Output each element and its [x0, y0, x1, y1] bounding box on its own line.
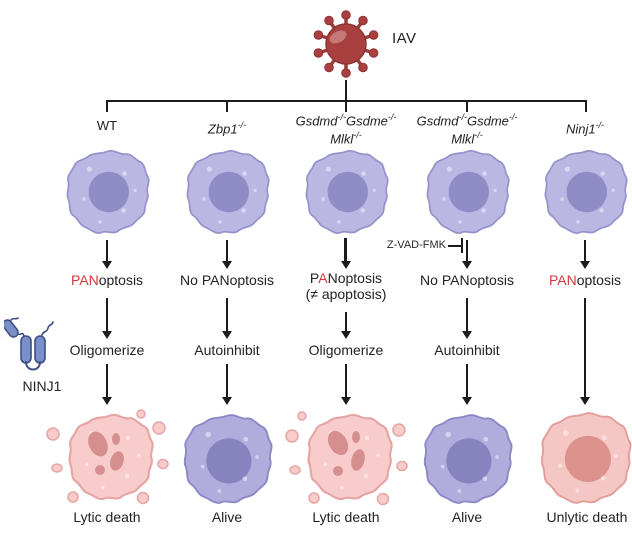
arrow-down: [466, 364, 468, 398]
knockout-sup: -/-: [474, 130, 483, 141]
virus-label: IAV: [392, 30, 417, 47]
gene-name: Gsdmd: [416, 113, 459, 129]
gene-name: Ninj1: [565, 121, 596, 137]
genotype-gsdmd-gsdme-mlkl: Gsdmd-/-Gsdme-/- Mlkl-/-: [296, 110, 397, 147]
gene-name: Gsdmd: [295, 113, 338, 129]
lytic-dead-cell: [285, 411, 408, 506]
arrow-down: [106, 240, 108, 262]
mechanism-autoinhibit-2: Autoinhibit: [434, 342, 500, 358]
mechanism-autoinhibit: Autoinhibit: [194, 342, 260, 358]
fate-alive: Alive: [211, 509, 243, 525]
inhibitor-label: Z-VAD-FMK: [386, 239, 446, 251]
outcome-no-panoptosis: No PANoptosis: [180, 272, 274, 288]
tree-tick: [226, 100, 228, 112]
infected-cell: [544, 149, 628, 235]
alive-cell: [183, 414, 273, 504]
tree-tick: [585, 100, 587, 112]
gene-name: Gsdme: [467, 113, 509, 129]
knockout-sup: -/-: [353, 130, 362, 141]
mechanism-oligomerize-2: Oligomerize: [308, 342, 384, 358]
outcome-note: (≠ apoptosis): [305, 286, 387, 302]
genotype-zbp1: Zbp1-/-: [208, 118, 246, 136]
arrow-down: [345, 364, 347, 398]
tree-tick: [106, 100, 108, 112]
arrow-down: [466, 240, 468, 262]
arrow-down: [344, 238, 347, 262]
arrow-down: [106, 364, 108, 398]
arrow-down: [345, 312, 347, 332]
tree-tick: [345, 100, 347, 112]
outcome-no-panoptosis-2: No PANoptosis: [420, 272, 514, 288]
arrow-down: [466, 298, 468, 332]
infected-cell: [186, 149, 270, 235]
arrow-down: [584, 240, 586, 262]
gene-name: Gsdme: [346, 113, 388, 129]
gene-name: Zbp1: [207, 121, 238, 137]
alive-cell: [423, 414, 513, 504]
fate-alive-2: Alive: [451, 509, 483, 525]
infected-cell: [305, 149, 389, 235]
knockout-sup: -/-: [237, 120, 247, 130]
arrow-down: [106, 298, 108, 332]
arrow-down-long: [584, 298, 586, 398]
outcome-rest: optosis: [576, 272, 622, 288]
outcome-panoptosis-3: PANoptosis: [549, 272, 621, 288]
genotype-gsdmd-gsdme-mlkl-2: Gsdmd-/-Gsdme-/- Mlkl-/-: [417, 110, 518, 147]
knockout-sup: -/-: [458, 112, 468, 122]
outcome-rest: Noptosis: [327, 270, 383, 286]
knockout-sup: -/-: [595, 120, 605, 130]
fate-lytic-death: Lytic death: [73, 509, 141, 525]
ninj1-label: NINJ1: [22, 378, 62, 394]
outcome-part: P: [309, 270, 319, 286]
arrow-down: [226, 240, 228, 262]
knockout-sup: -/-: [337, 112, 347, 122]
infected-cell: [66, 149, 150, 235]
gene-name: Mlkl: [330, 131, 354, 147]
fate-lytic-death-2: Lytic death: [312, 509, 380, 525]
ninj1-protein-icon: [4, 317, 54, 371]
genotype-wt: WT: [96, 118, 118, 133]
knockout-sup: -/-: [387, 112, 397, 122]
outcome-red-part: PAN: [548, 272, 577, 288]
unlytic-dead-cell: [540, 412, 632, 504]
mechanism-oligomerize: Oligomerize: [69, 342, 145, 358]
outcome-red-part: A: [318, 270, 328, 286]
genotype-ninj1: Ninj1-/-: [566, 118, 604, 136]
gene-name: Mlkl: [451, 131, 475, 147]
lytic-dead-cell: [46, 409, 169, 505]
virus-icon: [313, 10, 379, 78]
knockout-sup: -/-: [508, 112, 518, 122]
outcome-panoptosis: PANoptosis: [71, 272, 143, 288]
fate-unlytic-death: Unlytic death: [546, 509, 628, 525]
infected-cell: [426, 149, 510, 235]
outcome-panoptosis-not-apoptosis: PANoptosis (≠ apoptosis): [306, 270, 387, 302]
arrow-down: [226, 298, 228, 332]
tree-stem: [345, 80, 347, 100]
outcome-rest: optosis: [98, 272, 144, 288]
arrow-down: [226, 364, 228, 398]
tree-tick: [466, 100, 468, 112]
outcome-red-part: PAN: [70, 272, 99, 288]
inhibitor-tbar: [461, 238, 463, 253]
inhibitor-line: [448, 245, 461, 247]
